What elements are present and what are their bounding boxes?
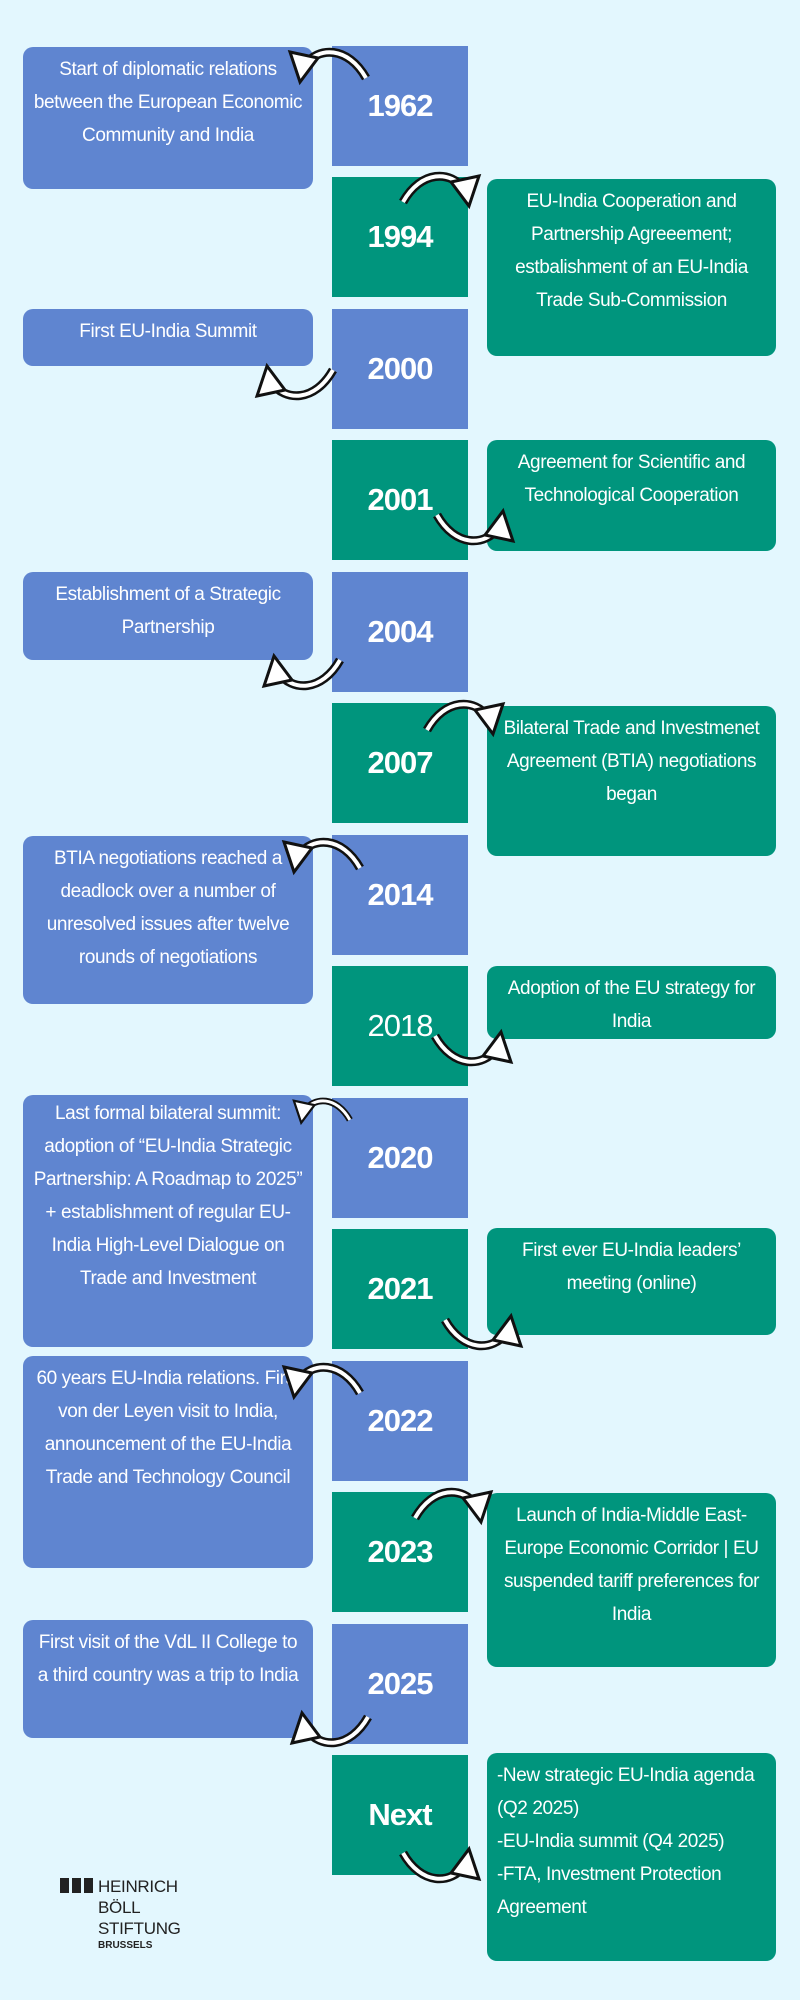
- logo-line: STIFTUNG: [98, 1919, 181, 1938]
- event-text: First ever EU-India leaders’ meeting (on…: [522, 1240, 741, 1294]
- curved-arrow-icon: [396, 1833, 491, 1893]
- year-block-2023: 2023: [332, 1492, 468, 1612]
- year-block-2020: 2020: [332, 1098, 468, 1218]
- year-block-2018: 2018: [332, 966, 468, 1086]
- event-text: Adoption of the EU strategy for India: [507, 978, 756, 1032]
- event-box-2001: Agreement for Scientific and Technologic…: [487, 440, 776, 551]
- event-box-2000: First EU-India Summit: [23, 309, 313, 366]
- year-block-2001: 2001: [332, 440, 468, 560]
- curved-arrow-icon: [280, 1697, 375, 1757]
- event-text: EU-India Cooperation and Partnership Agr…: [515, 191, 748, 311]
- logo-bars-icon: [60, 1878, 93, 1893]
- year-block-1994: 1994: [332, 177, 468, 297]
- logo-line: BÖLL: [98, 1898, 141, 1917]
- event-text: Last formal bilateral summit: adoption o…: [33, 1103, 303, 1289]
- next-item: -FTA, Investment Protection Agreement: [497, 1864, 722, 1918]
- curved-arrow-icon: [245, 350, 340, 410]
- curved-arrow-icon: [420, 690, 515, 750]
- event-text: Bilateral Trade and Investmenet Agreemen…: [503, 718, 760, 805]
- event-box-2014: BTIA negotiations reached a deadlock ove…: [23, 836, 313, 1004]
- event-text: First visit of the VdL II College to a t…: [37, 1632, 299, 1686]
- event-box-next: -New strategic EU-India agenda (Q2 2025)…: [487, 1753, 776, 1961]
- curved-arrow-icon: [438, 1300, 533, 1360]
- event-text: BTIA negotiations reached a deadlock ove…: [46, 848, 290, 968]
- event-box-2018: Adoption of the EU strategy for India: [487, 966, 776, 1039]
- event-box-2022: 60 years EU-India relations. First von d…: [23, 1356, 313, 1568]
- curved-arrow-icon: [285, 1090, 355, 1135]
- curved-arrow-icon: [272, 1353, 367, 1413]
- year-block-2007: 2007: [332, 703, 468, 823]
- event-box-2021: First ever EU-India leaders’ meeting (on…: [487, 1228, 776, 1335]
- event-text: First EU-India Summit: [79, 321, 257, 342]
- event-box-2020: Last formal bilateral summit: adoption o…: [23, 1095, 313, 1347]
- event-box-2025: First visit of the VdL II College to a t…: [23, 1620, 313, 1738]
- event-box-2004: Establishment of a Strategic Partnership: [23, 572, 313, 660]
- event-box-2007: Bilateral Trade and Investmenet Agreemen…: [487, 706, 776, 856]
- event-text: Agreement for Scientific and Technologic…: [517, 452, 746, 506]
- logo-name: HEINRICH BÖLL STIFTUNG: [98, 1876, 181, 1939]
- event-text: 60 years EU-India relations. First von d…: [36, 1368, 300, 1488]
- year-block-1962: 1962: [332, 46, 468, 166]
- next-item: -EU-India summit (Q4 2025): [497, 1831, 725, 1852]
- curved-arrow-icon: [278, 38, 373, 98]
- year-block-2004: 2004: [332, 572, 468, 692]
- year-block-2000: 2000: [332, 309, 468, 429]
- curved-arrow-icon: [408, 1478, 503, 1538]
- event-box-1962: Start of diplomatic relations between th…: [23, 47, 313, 189]
- event-box-1994: EU-India Cooperation and Partnership Agr…: [487, 179, 776, 356]
- next-item: -New strategic EU-India agenda (Q2 2025): [497, 1765, 755, 1819]
- curved-arrow-icon: [430, 495, 525, 555]
- event-text: Start of diplomatic relations between th…: [33, 59, 303, 146]
- curved-arrow-icon: [396, 162, 491, 222]
- event-text: Establishment of a Strategic Partnership: [55, 584, 281, 638]
- logo-line: HEINRICH: [98, 1877, 178, 1896]
- curved-arrow-icon: [272, 828, 367, 888]
- year-block-next: Next: [332, 1755, 468, 1875]
- curved-arrow-icon: [428, 1016, 523, 1076]
- event-text: Launch of India-Middle East-Europe Econo…: [503, 1505, 760, 1625]
- event-box-2023: Launch of India-Middle East-Europe Econo…: [487, 1493, 776, 1667]
- logo-city: BRUSSELS: [98, 1940, 153, 1951]
- year-block-2025: 2025: [332, 1624, 468, 1744]
- curved-arrow-icon: [252, 640, 347, 700]
